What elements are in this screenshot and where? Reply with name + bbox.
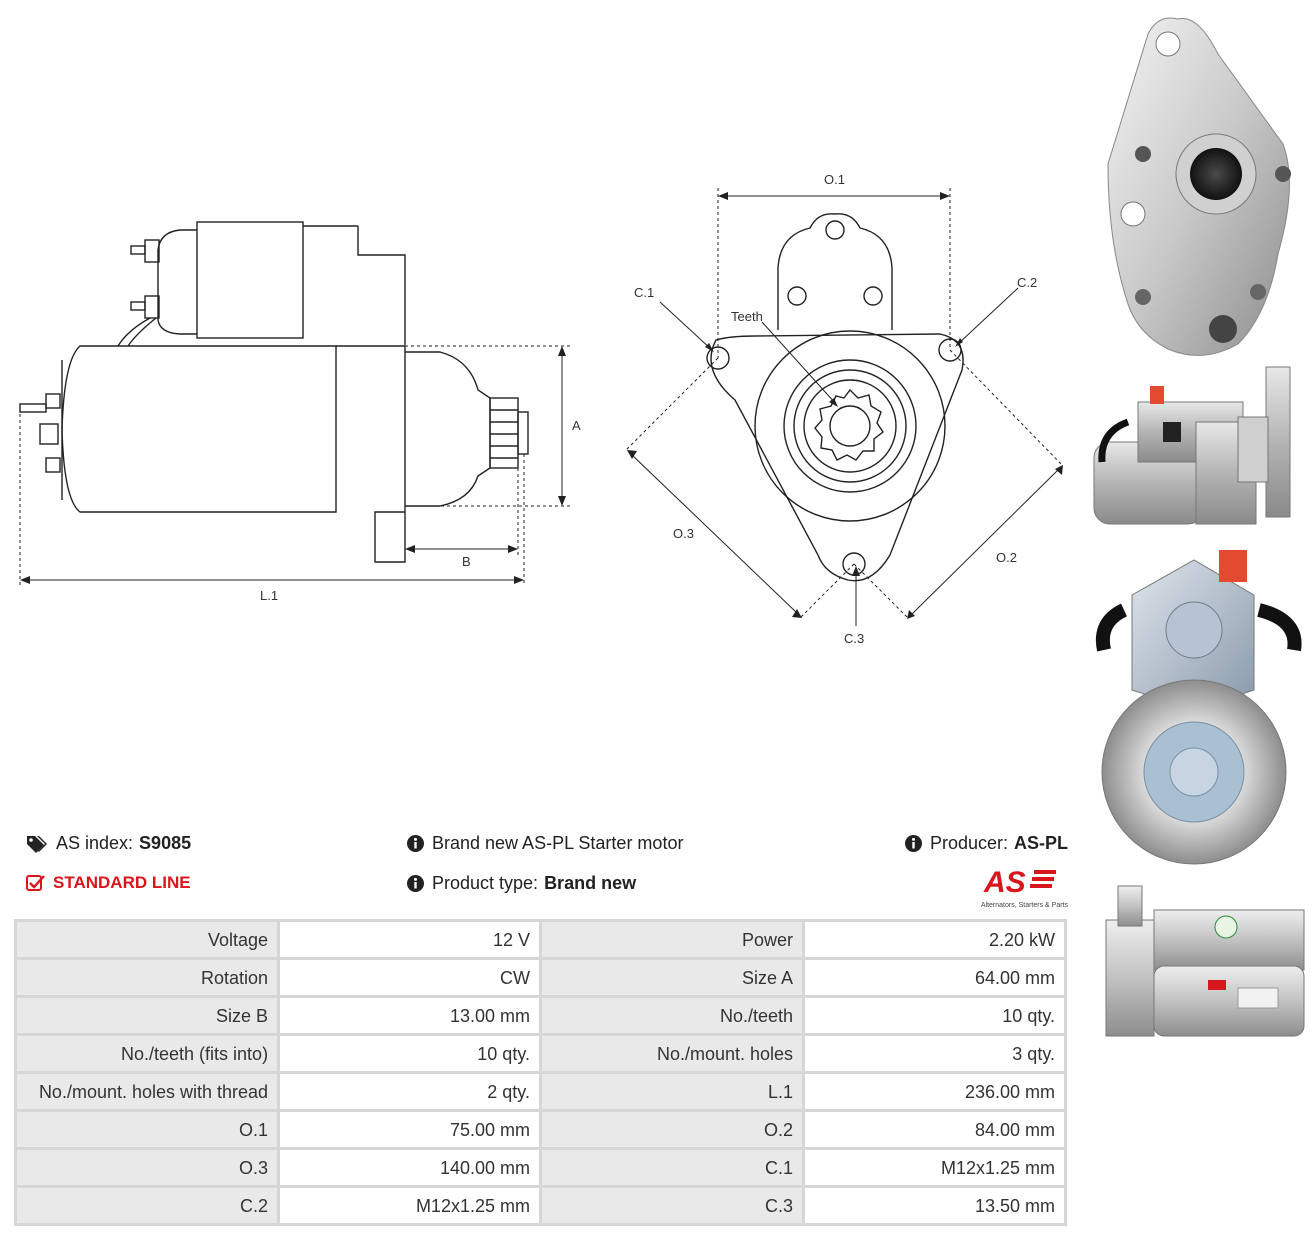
- pinion-teeth: [814, 388, 884, 461]
- producer-value: AS-PL: [1014, 833, 1069, 853]
- spec-key: No./teeth (fits into): [17, 1036, 278, 1071]
- product-type-value: Brand new: [544, 873, 637, 893]
- label-b: B: [462, 554, 471, 569]
- as-pl-logo: AS Alternators, Starters & Parts: [962, 864, 1068, 909]
- spec-key: O.1: [17, 1112, 278, 1147]
- standard-line: STANDARD LINE: [26, 873, 191, 893]
- label-l1: L.1: [260, 588, 278, 603]
- spec-key: Rotation: [17, 960, 278, 995]
- info-icon: [905, 835, 922, 852]
- spec-value: 84.00 mm: [805, 1112, 1064, 1147]
- description-text: Brand new AS-PL Starter motor: [432, 833, 684, 853]
- spec-value: 13.50 mm: [805, 1188, 1064, 1223]
- label-c3: C.3: [844, 631, 864, 646]
- product-type-label: Product type:: [432, 873, 539, 893]
- spec-value: 10 qty.: [280, 1036, 539, 1071]
- front-view-drawing: O.1 O.2 O.3 C.1 C.2 C.3 Teeth: [625, 172, 1063, 646]
- spec-value: 10 qty.: [805, 998, 1064, 1033]
- logo-mark-text: AS: [983, 866, 1026, 898]
- checkbox-checked-icon: [26, 875, 45, 891]
- spec-value: M12x1.25 mm: [280, 1188, 539, 1223]
- as-index-label: AS index:: [56, 833, 134, 853]
- spec-value: 13.00 mm: [280, 998, 539, 1033]
- spec-key: C.1: [541, 1150, 803, 1185]
- spec-key: O.3: [17, 1150, 278, 1185]
- spec-key: Power: [541, 922, 803, 957]
- label-c1: C.1: [634, 285, 654, 300]
- info-icon: [407, 875, 424, 892]
- spec-key: No./teeth: [541, 998, 803, 1033]
- product-photo-front[interactable]: [1098, 14, 1308, 359]
- producer-label: Producer:: [930, 833, 1009, 853]
- side-view-drawing: A B L.1: [19, 221, 581, 603]
- spec-value: 12 V: [280, 922, 539, 957]
- product-description: Brand new AS-PL Starter motor: [407, 833, 683, 854]
- spec-key: No./mount. holes: [541, 1036, 803, 1071]
- spec-key: L.1: [541, 1074, 803, 1109]
- spec-key: Voltage: [17, 922, 278, 957]
- producer: Producer: AS-PL: [905, 833, 1068, 854]
- label-a: A: [572, 418, 581, 433]
- spec-key: O.2: [541, 1112, 803, 1147]
- label-o2: O.2: [996, 550, 1017, 565]
- spec-row: No./teeth (fits into)10 qty.No./mount. h…: [17, 1036, 1064, 1071]
- label-o1: O.1: [824, 172, 845, 187]
- spec-key: C.2: [17, 1188, 278, 1223]
- spec-value: M12x1.25 mm: [805, 1150, 1064, 1185]
- spec-key: No./mount. holes with thread: [17, 1074, 278, 1109]
- spec-value: 3 qty.: [805, 1036, 1064, 1071]
- spec-value: 2.20 kW: [805, 922, 1064, 957]
- product-photo-rear[interactable]: [1094, 540, 1308, 870]
- label-o3: O.3: [673, 526, 694, 541]
- spec-key: C.3: [541, 1188, 803, 1223]
- spec-value: 75.00 mm: [280, 1112, 539, 1147]
- spec-value: 236.00 mm: [805, 1074, 1064, 1109]
- spec-value: CW: [280, 960, 539, 995]
- tags-icon: [27, 835, 47, 853]
- product-photo-side[interactable]: [1088, 362, 1308, 530]
- product-photo-top[interactable]: [1098, 880, 1308, 1042]
- spec-value: 140.00 mm: [280, 1150, 539, 1185]
- label-c2: C.2: [1017, 275, 1037, 290]
- standard-line-label: STANDARD LINE: [53, 873, 191, 892]
- spec-value: 2 qty.: [280, 1074, 539, 1109]
- spec-value: 64.00 mm: [805, 960, 1064, 995]
- product-type: Product type: Brand new: [407, 873, 636, 894]
- label-teeth: Teeth: [731, 309, 763, 324]
- as-index-value: S9085: [139, 833, 192, 853]
- spec-key: Size A: [541, 960, 803, 995]
- as-index: AS index: S9085: [26, 833, 191, 854]
- info-icon: [407, 835, 424, 852]
- spec-key: Size B: [17, 998, 278, 1033]
- as-logo-mark: AS: [983, 866, 1056, 899]
- logo-tagline: Alternators, Starters & Parts: [980, 902, 1068, 909]
